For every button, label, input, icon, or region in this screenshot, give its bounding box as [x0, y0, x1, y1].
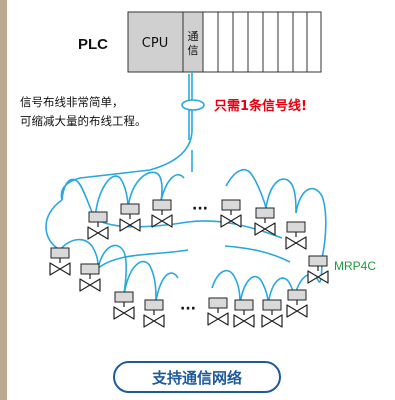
valve-actuator-icon: [113, 291, 135, 320]
cpu-module-label: CPU: [142, 36, 168, 51]
network-wiring: [45, 168, 327, 306]
network-support-badge-text: 支持通信网络: [151, 369, 242, 387]
plc-label: PLC: [78, 36, 108, 53]
valve-group-lower: [113, 289, 308, 328]
ellipsis-upper: ···: [192, 201, 208, 217]
network-support-badge: [113, 361, 281, 393]
valve-actuator-icon: [143, 299, 165, 328]
valve-actuator-icon: [285, 221, 307, 250]
signal-line: [60, 72, 193, 201]
valve-actuator-icon: [79, 263, 101, 292]
valve-group-sides: [49, 247, 329, 292]
plc-rack: [127, 11, 322, 73]
valve-actuator-icon: [151, 199, 173, 228]
device-model-label: MRP4C: [334, 259, 376, 273]
note-line-1: 信号布线非常简单，: [20, 95, 124, 109]
cable-marker: [181, 99, 205, 111]
ellipsis-lower: ···: [180, 301, 196, 317]
comm-module-label-1: 通: [188, 30, 199, 43]
comm-module-label-2: 信: [188, 44, 199, 57]
callout-single-signal-line: 只需1条信号线!: [214, 98, 307, 114]
left-margin-strip: [0, 0, 7, 400]
valve-actuator-icon: [49, 247, 71, 276]
valve-actuator-icon: [254, 207, 276, 236]
valve-actuator-icon: [286, 289, 308, 318]
valve-actuator-icon: [207, 297, 229, 326]
note-line-2: 可缩减大量的布线工程。: [20, 114, 147, 128]
valve-actuator-icon: [233, 299, 255, 328]
valve-actuator-icon: [87, 211, 109, 240]
valve-actuator-icon: [261, 299, 283, 328]
